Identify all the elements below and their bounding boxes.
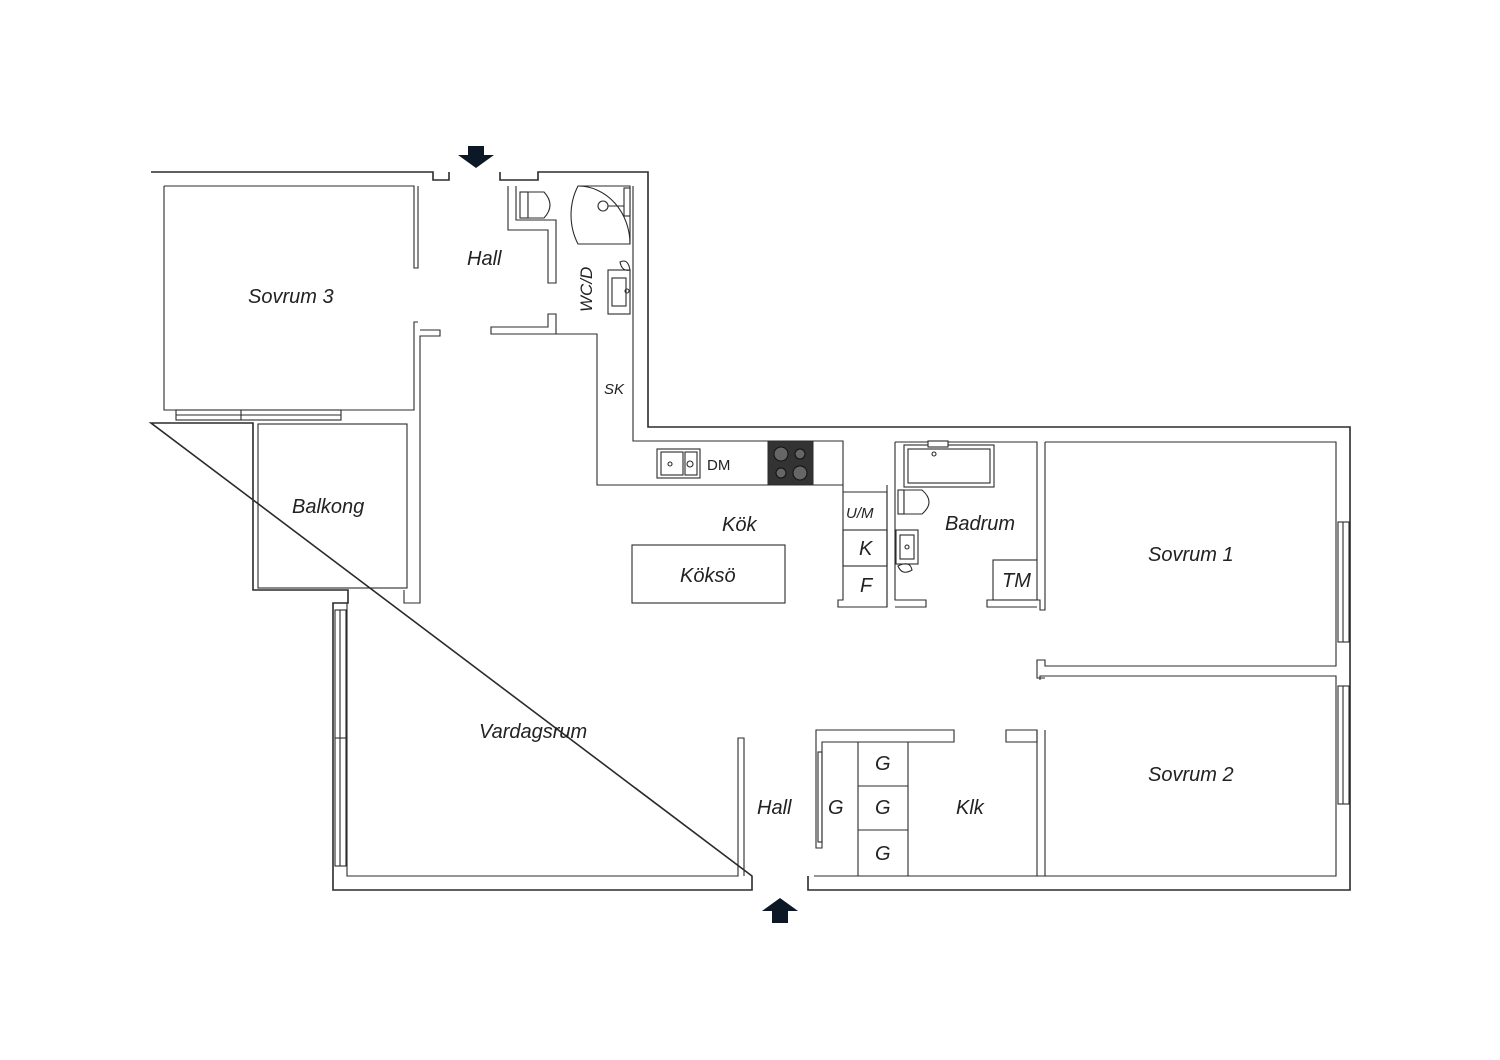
arrow-up-icon [762,898,798,923]
label-g3: G [875,843,891,865]
kitchen-island [631,544,786,604]
room-label-klk: Klk [956,797,985,819]
room-label-kok: Kök [722,514,757,536]
washing-machine-box [992,559,1038,601]
toilet-icon [519,191,551,219]
label-um: U/M [846,505,874,522]
room-label-vardagsrum: Vardagsrum [479,721,587,743]
room-label-sk: SK [604,381,625,398]
bathroom-sink-icon [895,529,919,573]
bathroom-toilet-icon [897,489,930,515]
label-koksö: Köksö [680,565,736,587]
room-label-sovrum1: Sovrum 1 [1148,544,1234,566]
label-k: K [859,538,874,560]
room-label-wcd: WC/D [577,267,596,312]
room-label-hall-bottom: Hall [757,797,792,819]
shower-icon [570,185,631,245]
label-f: F [860,575,874,597]
sink-icon [607,260,631,315]
kitchen-sink-icon [656,448,701,479]
label-tm: TM [1002,570,1031,592]
arrow-down-icon [458,146,494,168]
label-g2: G [875,797,891,819]
room-label-hall-top: Hall [467,248,502,270]
room-label-badrum: Badrum [945,513,1015,535]
label-dm: DM [707,457,730,474]
outer-walls [148,171,1351,891]
label-g-hall: G [828,797,844,819]
bathtub-icon [903,440,995,488]
fixtures [519,185,1038,604]
room-label-sovrum3: Sovrum 3 [248,286,334,308]
room-label-sovrum2: Sovrum 2 [1148,764,1234,786]
room-label-balkong: Balkong [292,496,364,518]
label-g1: G [875,753,891,775]
stove-icon [767,440,814,486]
